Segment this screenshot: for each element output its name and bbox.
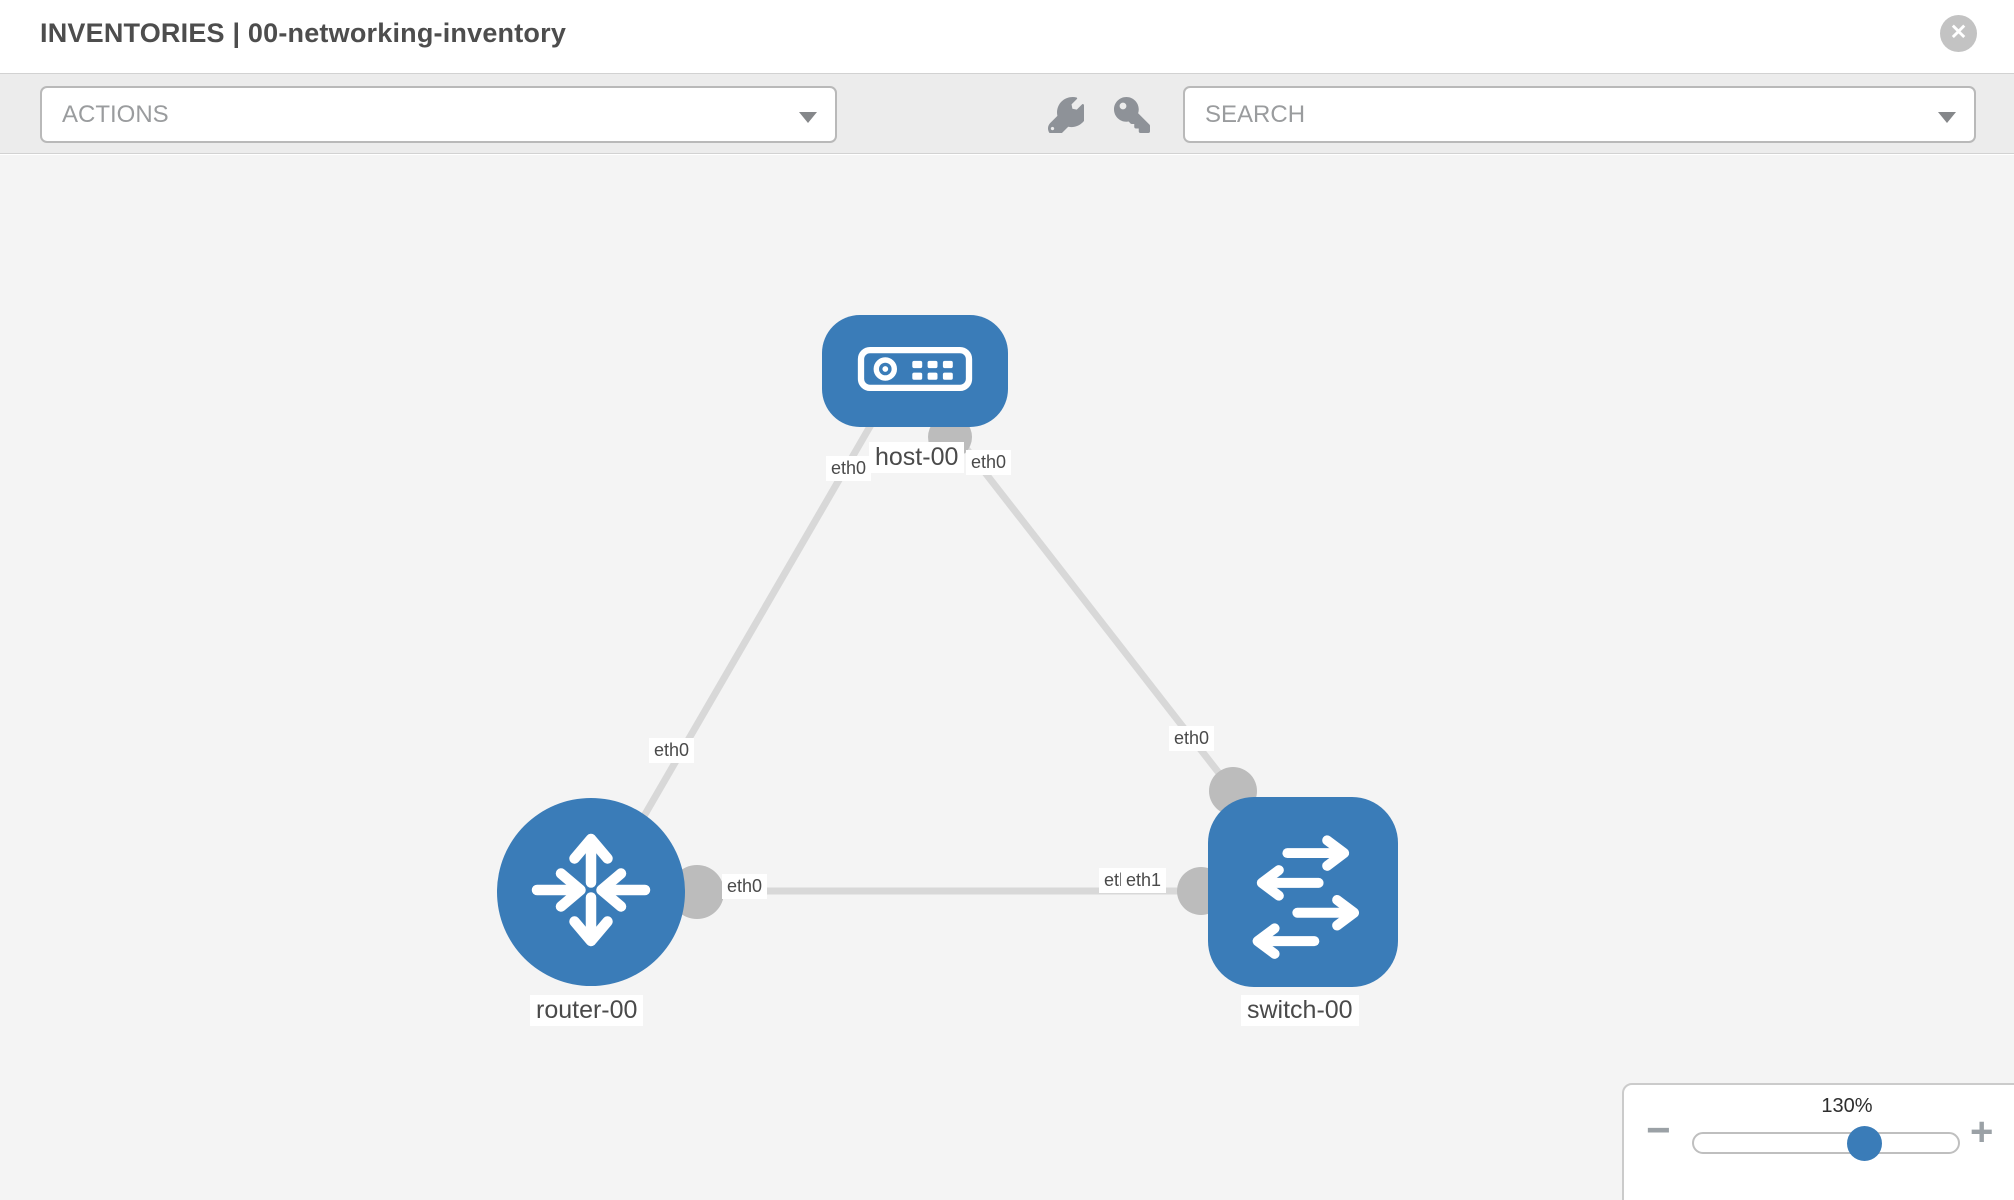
node-host-00[interactable] — [822, 315, 1008, 427]
iface-label-router-eth0-uplink: eth0 — [649, 738, 695, 763]
wrench-icon[interactable] — [1047, 97, 1087, 137]
page-title: INVENTORIES | 00-networking-inventory — [40, 18, 567, 48]
router-label[interactable]: router-00 — [530, 995, 644, 1026]
zoom-level: 130% — [1821, 1095, 1873, 1117]
search-dropdown-label: SEARCH — [1205, 100, 1306, 128]
actions-dropdown[interactable]: ACTIONS — [40, 86, 837, 143]
switch-icon — [1232, 819, 1374, 966]
chevron-down-icon — [1938, 112, 1956, 123]
iface-label-switch-eth1: eth1 — [1121, 868, 1167, 893]
router-icon — [516, 815, 666, 970]
toolbar: ACTIONS SEARCH — [0, 73, 2014, 154]
key-icon[interactable] — [1114, 97, 1150, 133]
links-layer — [636, 415, 1257, 919]
topology-canvas[interactable]: host-00 router-00 switch-00 eth0 eth0 et… — [0, 155, 2014, 1200]
iface-label-host-eth0-right: eth0 — [966, 450, 1012, 475]
iface-label-host-eth0-left: eth0 — [826, 456, 872, 481]
zoom-in-button[interactable]: + — [1970, 1110, 1994, 1154]
zoom-out-button[interactable]: − — [1646, 1106, 1671, 1153]
node-router-00[interactable] — [497, 798, 685, 986]
actions-dropdown-label: ACTIONS — [62, 100, 169, 128]
search-dropdown[interactable]: SEARCH — [1183, 86, 1976, 143]
iface-label-router-eth0: eth0 — [722, 874, 768, 899]
close-icon[interactable]: ✕ — [1940, 15, 1977, 52]
header: INVENTORIES | 00-networking-inventory ✕ — [0, 0, 2014, 73]
node-switch-00[interactable] — [1208, 797, 1398, 987]
switch-label[interactable]: switch-00 — [1241, 995, 1359, 1026]
link-host-router — [636, 421, 876, 825]
host-icon — [856, 342, 974, 401]
zoom-slider-track[interactable] — [1692, 1132, 1960, 1154]
zoom-slider-thumb[interactable] — [1847, 1126, 1882, 1161]
host-label[interactable]: host-00 — [869, 442, 965, 473]
iface-label-switch-eth0-uplink: eth0 — [1169, 726, 1215, 751]
zoom-control-panel: 130% − + — [1622, 1083, 2014, 1200]
chevron-down-icon — [799, 112, 817, 123]
